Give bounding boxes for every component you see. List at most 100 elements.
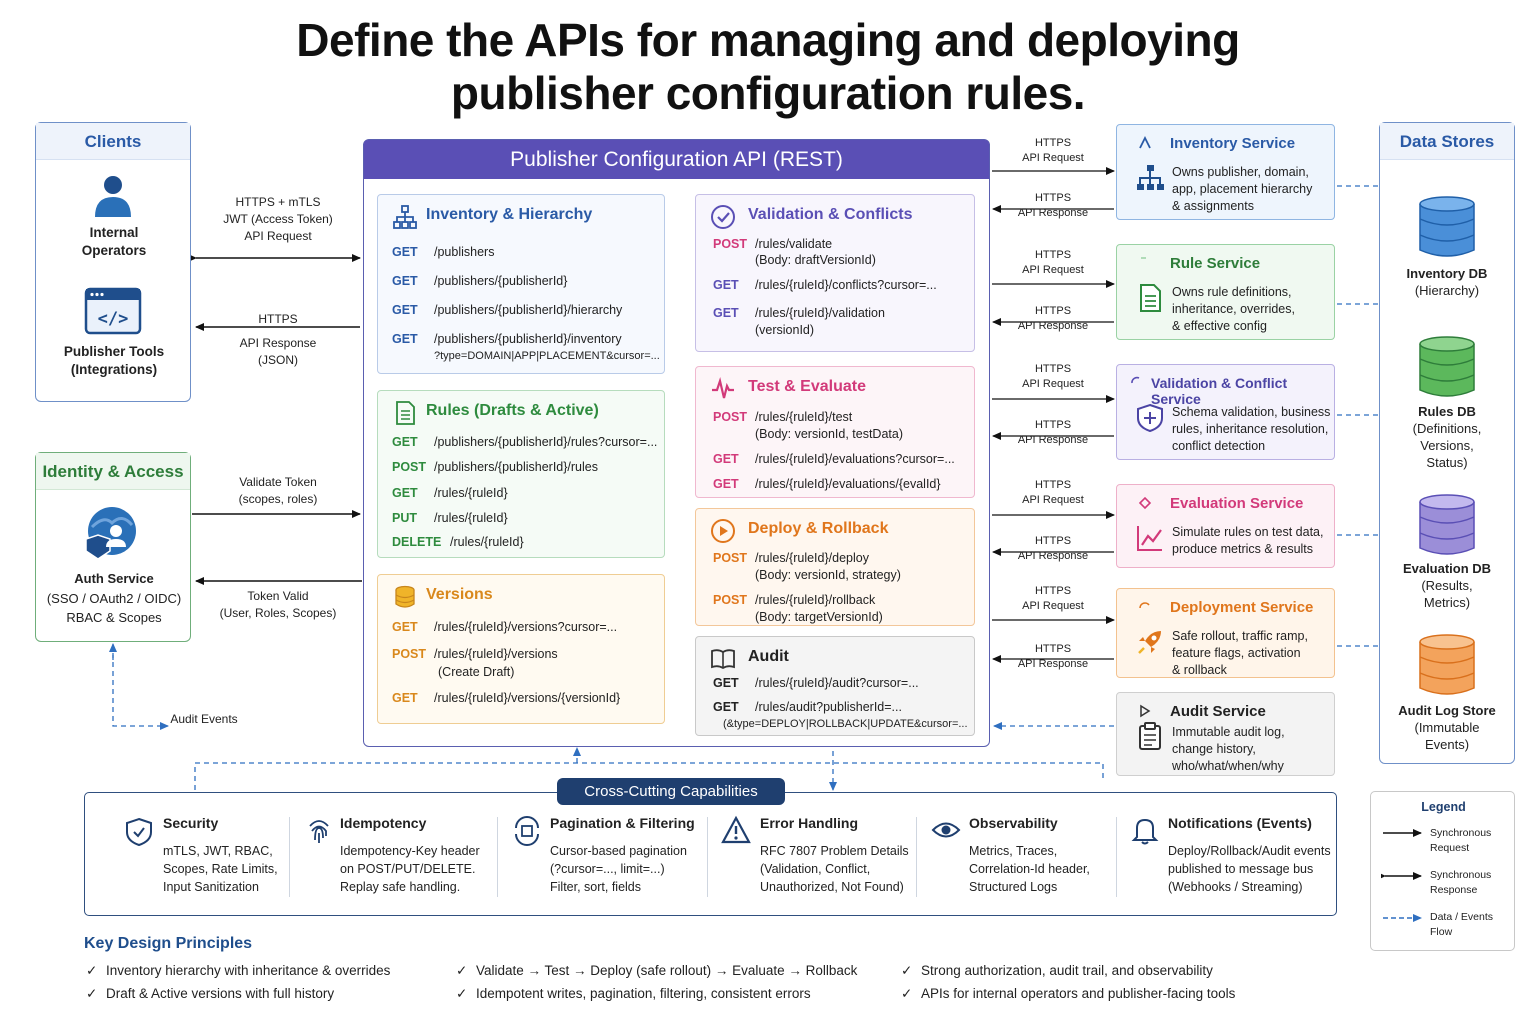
endpoint-method: GET [713,477,739,491]
endpoint-row[interactable]: GET/rules/audit?publisherId=... [713,699,902,716]
endpoint-row[interactable]: GET/rules/{ruleId} [392,485,508,502]
ruled-document-icon [1140,284,1161,312]
db-line: (Results, [1421,578,1473,593]
cap-title: Error Handling [760,815,859,831]
cap-line: Scopes, Rate Limits, [163,862,278,876]
link-protocol: HTTPS [1034,363,1072,375]
endpoint-method: GET [392,303,418,317]
audit-service-badge-icon [1140,704,1151,718]
inventory-service: Inventory Service Owns publisher, domain… [1116,124,1335,220]
audit-log-store-label: Audit Log Store (Immutable Events) [1382,702,1512,753]
endpoint-row[interactable]: GET/publishers/{publisherId}/inventory [392,331,622,348]
endpoint-method: GET [713,306,739,320]
cap-line: (?cursor=..., limit=...) [550,862,665,876]
validate-line-2: (scopes, roles) [238,492,318,506]
endpoint-row[interactable]: POST/publishers/{publisherId}/rules [392,459,598,476]
endpoint-row[interactable]: GET/rules/{ruleId}/versions?cursor=... [392,619,617,636]
validation-service-badge-icon [1131,376,1140,384]
db-line: Inventory DB [1406,266,1488,281]
cap-title: Pagination & Filtering [550,815,695,831]
db-line: (Definitions, [1412,421,1482,436]
req-line-2: JWT (Access Token) [223,212,333,226]
endpoint-note: (Create Draft) [438,665,515,679]
endpoint-method: GET [713,700,739,714]
principle-text: Idempotent writes, pagination, filtering… [476,986,811,1001]
endpoint-row[interactable]: GET/publishers/{publisherId}/hierarchy [392,302,622,319]
evaluation-service-title: Evaluation Service [1170,495,1304,512]
desc-line: Immutable audit log, [1172,725,1285,739]
inventory-db-icon [1419,196,1475,257]
endpoint-row[interactable]: GET/rules/{ruleId}/evaluations?cursor=..… [713,451,955,468]
inventory-service-desc: Owns publisher, domain, app, placement h… [1172,164,1312,215]
cap-desc: Metrics, Traces,Correlation-Id header,St… [969,842,1090,896]
evaluation-service: Evaluation Service Simulate rules on tes… [1116,484,1335,568]
endpoint-method: POST [713,410,748,424]
endpoint-path: /rules/{ruleId}/versions [434,647,558,661]
token-valid-label: Token Valid (User, Roles, Scopes) [196,588,360,622]
check-icon: ✓ [901,963,913,978]
endpoint-row[interactable]: GET/publishers/{publisherId}/rules?curso… [392,434,657,451]
group-audit-title: Audit [748,648,789,665]
resp-line-2: API Response [239,336,317,350]
link-protocol: HTTPS [1034,479,1072,491]
service-arrows [992,167,1115,663]
endpoint-path: /rules/audit?publisherId=... [755,700,902,714]
endpoint-row[interactable]: POST/rules/{ruleId}/versions [392,646,558,663]
endpoint-path: /rules/{ruleId}/validation [755,306,885,320]
cap-desc: RFC 7807 Problem Details(Validation, Con… [760,842,909,896]
endpoint-row[interactable]: POST/rules/{ruleId}/rollback [713,592,875,609]
endpoint-note: (versionId) [755,323,815,337]
endpoint-row[interactable]: GET/publishers [392,244,494,261]
legend-swatches [1381,829,1422,922]
endpoint-method: GET [713,278,739,292]
deployment-service: Deployment Service Safe rollout, traffic… [1116,588,1335,678]
endpoint-row[interactable]: GET/rules/{ruleId}/versions/{versionId} [392,690,620,707]
link-protocol: HTTPS [1034,585,1072,597]
group-test-title: Test & Evaluate [748,378,866,395]
endpoint-row[interactable]: POST/rules/{ruleId}/test [713,409,852,426]
endpoint-row[interactable]: POST/rules/{ruleId}/deploy [713,550,869,567]
cap-line: Unauthorized, Not Found) [760,880,904,894]
group-validation: Validation & Conflicts POST/rules/valida… [695,194,975,352]
desc-line: change history, [1172,742,1256,756]
cap-title: Observability [969,815,1058,831]
resp-line-3: (JSON) [258,353,298,367]
endpoint-method: GET [392,274,418,288]
check-icon: ✓ [901,986,913,1001]
evaluation-db-label: Evaluation DB (Results, Metrics) [1382,560,1512,611]
deployment-service-desc: Safe rollout, traffic ramp, feature flag… [1172,628,1308,679]
link-protocol: HTTPS [1034,535,1072,547]
endpoint-row[interactable]: GET/rules/{ruleId}/evaluations/{evalId} [713,476,941,493]
db-line: (Immutable [1414,720,1480,735]
endpoint-row[interactable]: GET/rules/{ruleId}/validation [713,305,885,322]
title-line-2: publisher configuration rules. [450,67,1086,119]
rule-service-title: Rule Service [1170,255,1261,272]
legend-line: Flow [1430,926,1453,938]
endpoint-method: GET [713,676,739,690]
endpoint-method: POST [392,460,427,474]
validate-line-1: Validate Token [239,475,317,489]
endpoint-method: POST [713,551,748,565]
org-chart-icon [1137,165,1164,190]
api-title: Publisher Configuration API (REST) [364,140,989,179]
desc-line: Owns rule definitions, [1172,285,1292,299]
endpoint-row[interactable]: PUT/rules/{ruleId} [392,510,508,527]
endpoint-row[interactable]: DELETE/rules/{ruleId} [392,534,524,551]
endpoint-row[interactable]: GET/rules/{ruleId}/conflicts?cursor=... [713,277,937,294]
cap-line: on POST/PUT/DELETE. [340,862,476,876]
clients-panel: Clients Internal Operators </> Publisher… [35,122,191,402]
endpoint-row[interactable]: GET/publishers/{publisherId} [392,273,567,290]
deployment-service-title: Deployment Service [1170,599,1314,616]
cap-line: (Webhooks / Streaming) [1168,880,1303,894]
endpoint-row[interactable]: POST/rules/validate [713,236,832,253]
endpoint-path: /rules/validate [755,237,833,251]
endpoint-row[interactable]: GET/rules/{ruleId}/audit?cursor=... [713,675,919,692]
validation-service-desc: Schema validation, business rules, inher… [1172,404,1330,455]
cap-divider [1116,817,1117,897]
group-rules: Rules (Drafts & Active) GET/publishers/{… [377,390,665,558]
